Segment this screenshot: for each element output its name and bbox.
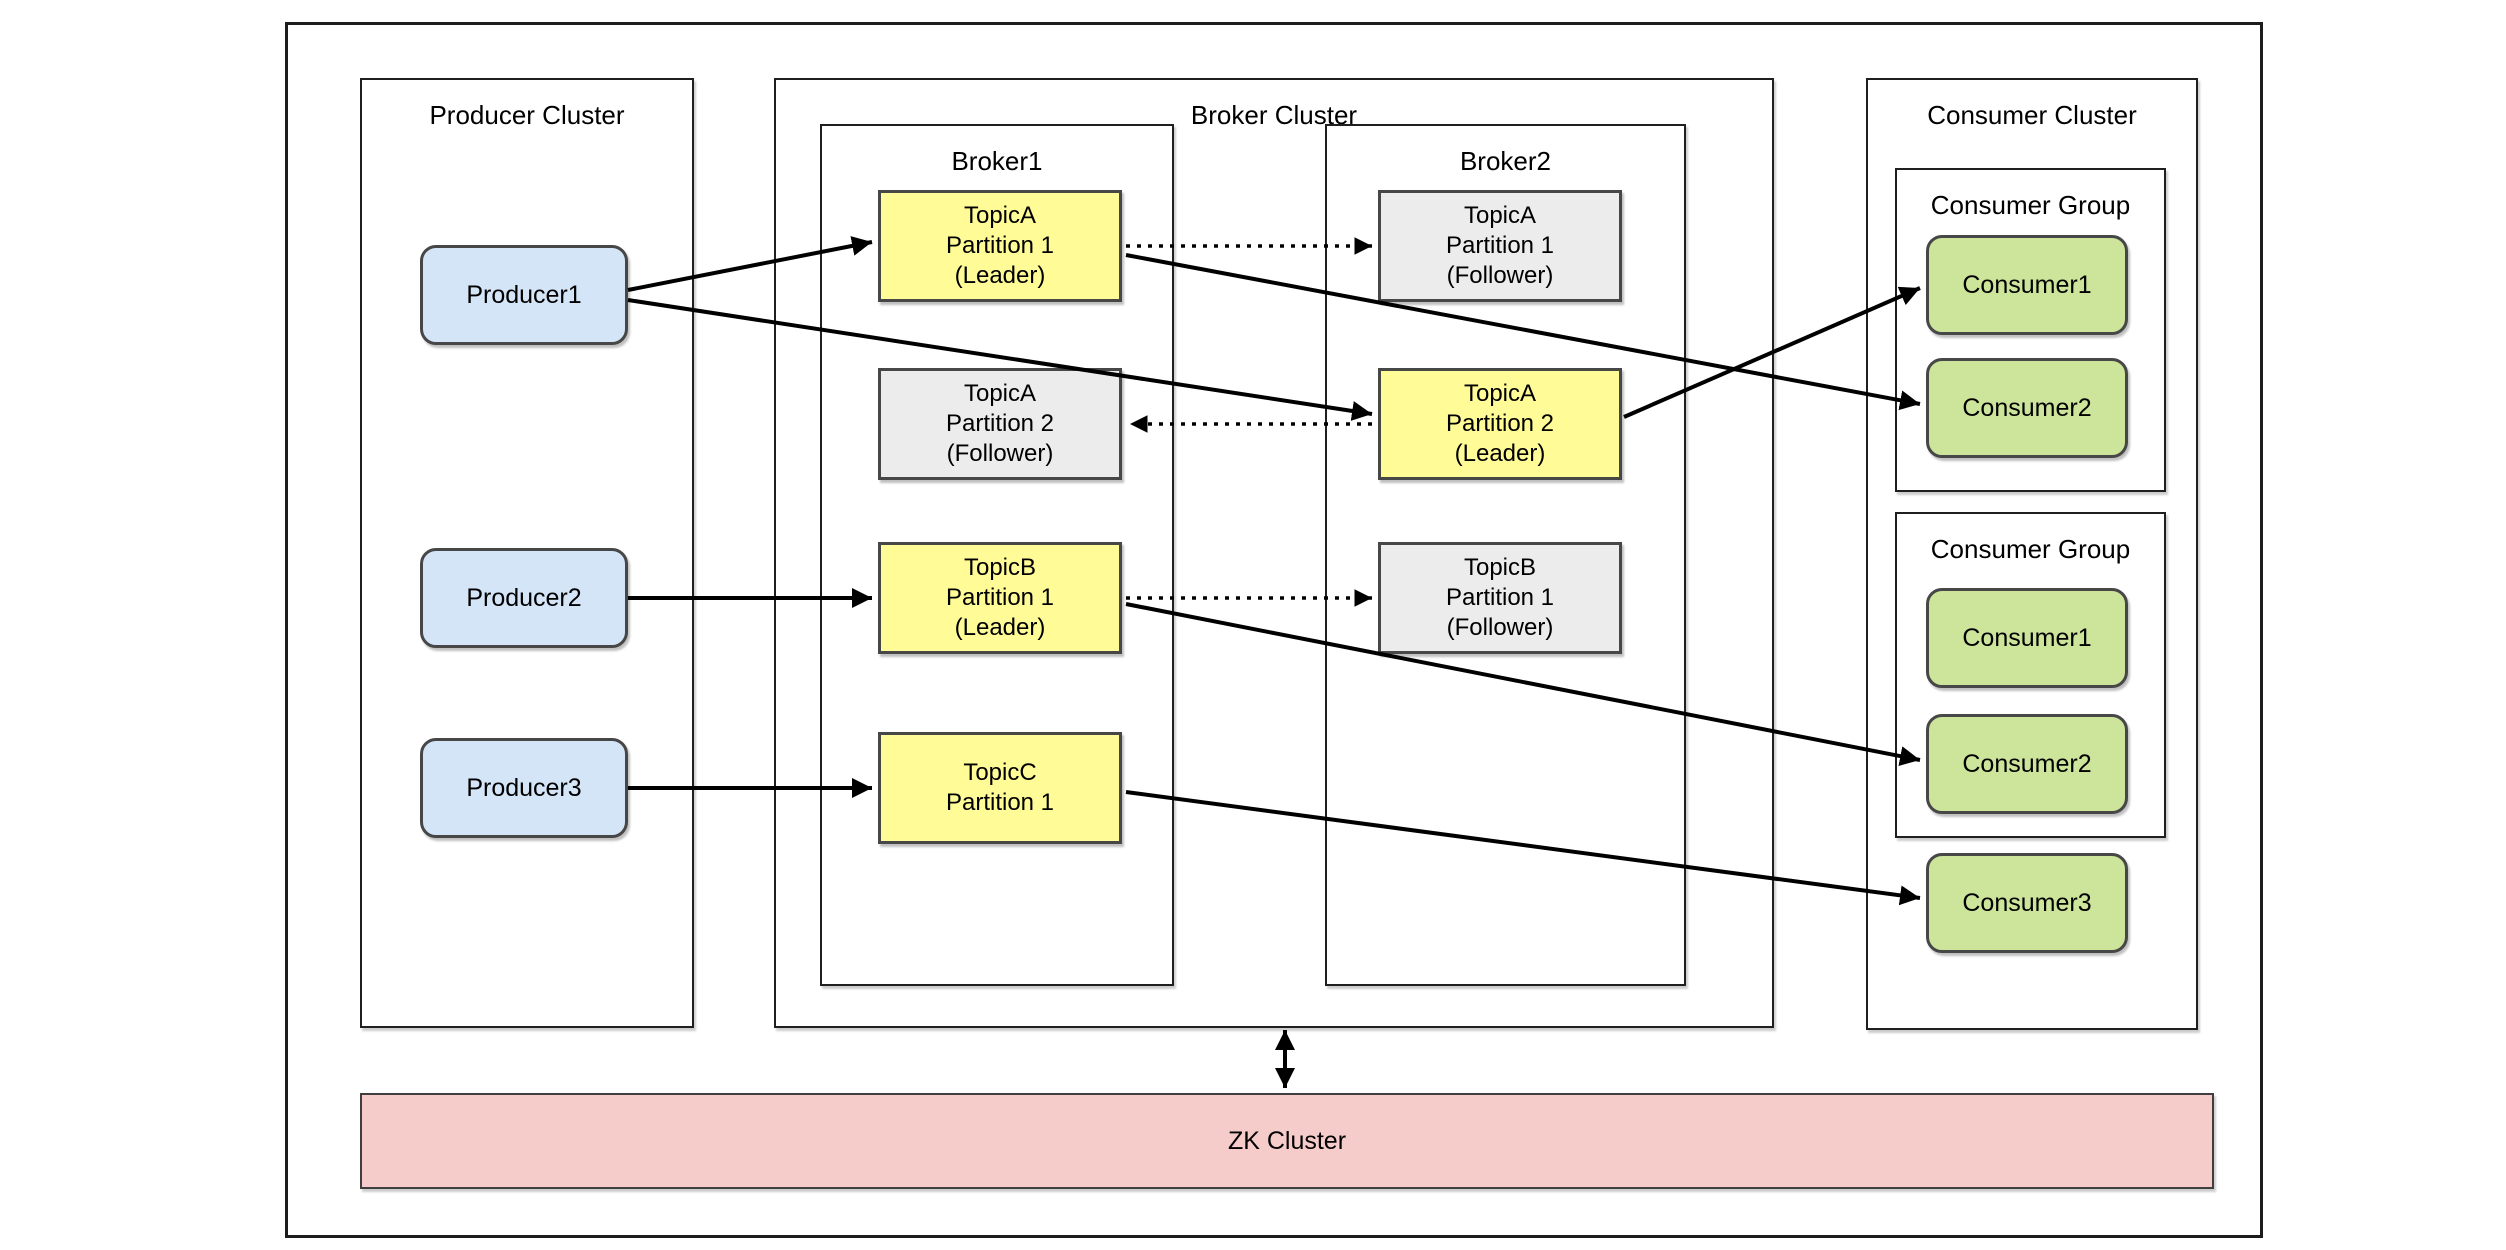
node-broker2-topica-partition2-leader: TopicA Partition 2 (Leader): [1378, 368, 1622, 480]
node-consumer3-label: Consumer3: [1962, 889, 2092, 917]
node-broker2-topica-partition1-follower-label: (Follower): [1446, 262, 1554, 289]
node-group1-consumer2-label: Consumer2: [1962, 394, 2092, 422]
node-broker1-topicb-partition1-leader-label: (Leader): [954, 614, 1046, 641]
node-broker1-topica-partition1-leader: TopicA Partition 1 (Leader): [878, 190, 1122, 302]
broker1-label: Broker1: [951, 146, 1043, 176]
node-broker1-topicc-partition1: TopicC Partition 1: [878, 732, 1122, 844]
node-broker1-topica-partition1-leader-label: (Leader): [954, 262, 1046, 289]
node-producer1: Producer1: [420, 245, 628, 345]
node-broker2-topica-partition2-leader-label: TopicA: [1463, 380, 1537, 407]
node-group2-consumer2-label: Consumer2: [1962, 750, 2092, 778]
node-producer1-label: Producer1: [466, 281, 582, 309]
consumer-group-1-label: Consumer Group: [1930, 190, 2131, 220]
node-producer3: Producer3: [420, 738, 628, 838]
node-broker1-topicb-partition1-leader-label: Partition 1: [945, 584, 1055, 611]
node-broker1-topicc-partition1-label: Partition 1: [945, 789, 1055, 816]
node-consumer3: Consumer3: [1926, 853, 2128, 953]
node-group1-consumer1: Consumer1: [1926, 235, 2128, 335]
node-broker2-topica-partition1-follower: TopicA Partition 1 (Follower): [1378, 190, 1622, 302]
node-broker2-topicb-partition1-follower-label: Partition 1: [1445, 584, 1555, 611]
node-broker1-topicb-partition1-leader: TopicB Partition 1 (Leader): [878, 542, 1122, 654]
zk-cluster-bar: ZK Cluster: [360, 1093, 2214, 1189]
node-broker1-topica-partition2-follower-label: (Follower): [946, 440, 1054, 467]
node-broker2-topicb-partition1-follower-label: (Follower): [1446, 614, 1554, 641]
node-group1-consumer1-label: Consumer1: [1962, 271, 2092, 299]
node-broker1-topica-partition2-follower: TopicA Partition 2 (Follower): [878, 368, 1122, 480]
node-producer2: Producer2: [420, 548, 628, 648]
consumer-group-2-label: Consumer Group: [1930, 534, 2131, 564]
producer-cluster-label: Producer Cluster: [429, 100, 625, 130]
node-broker1-topica-partition2-follower-label: Partition 2: [945, 410, 1055, 437]
node-broker1-topica-partition2-follower-label: TopicA: [963, 380, 1037, 407]
node-broker2-topicb-partition1-follower: TopicB Partition 1 (Follower): [1378, 542, 1622, 654]
zk-cluster-label: ZK Cluster: [1227, 1126, 1347, 1155]
broker2-label: Broker2: [1459, 146, 1552, 176]
node-broker1-topicb-partition1-leader-label: TopicB: [963, 554, 1037, 581]
node-producer2-label: Producer2: [466, 584, 582, 612]
node-broker1-topicc-partition1-label: TopicC: [963, 759, 1037, 786]
node-broker2-topica-partition1-follower-label: Partition 1: [1445, 232, 1555, 259]
node-broker1-topica-partition1-leader-label: TopicA: [963, 202, 1037, 229]
consumer-cluster-label: Consumer Cluster: [1927, 100, 2137, 130]
node-broker2-topicb-partition1-follower-label: TopicB: [1463, 554, 1537, 581]
node-producer3-label: Producer3: [466, 774, 582, 802]
node-group2-consumer1: Consumer1: [1926, 588, 2128, 688]
node-broker1-topica-partition1-leader-label: Partition 1: [945, 232, 1055, 259]
node-group2-consumer2: Consumer2: [1926, 714, 2128, 814]
node-broker2-topica-partition2-leader-label: Partition 2: [1445, 410, 1555, 437]
node-broker2-topica-partition1-follower-label: TopicA: [1463, 202, 1537, 229]
node-group2-consumer1-label: Consumer1: [1962, 624, 2092, 652]
node-broker2-topica-partition2-leader-label: (Leader): [1454, 440, 1546, 467]
node-group1-consumer2: Consumer2: [1926, 358, 2128, 458]
